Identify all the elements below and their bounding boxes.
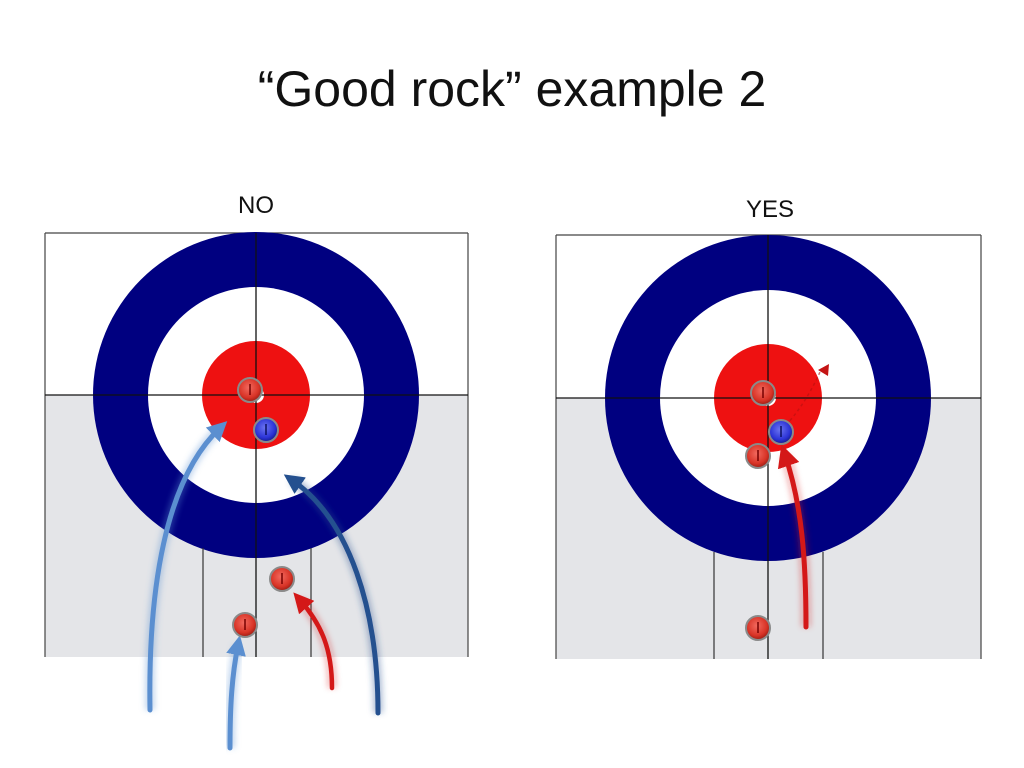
small-arrow-marker [818,364,829,376]
red-stone [269,566,295,592]
blue-stone [253,417,279,443]
slide-title: “Good rock” example 2 [257,61,767,117]
panel-label-no: NO [238,192,274,219]
arrow-dark-blue [283,474,383,716]
arrow-red [777,444,811,630]
red-stone [237,377,263,403]
guide-path [785,371,821,426]
red-stone [745,443,771,469]
arrow-light-blue-short [225,635,246,751]
red-stone [745,615,771,641]
panel-no [44,232,469,751]
arrow-light-blue-long [144,421,228,713]
red-stone [750,380,776,406]
panel-label-yes: YES [745,196,795,223]
blue-stone [768,419,794,445]
arrow-red [293,592,337,691]
red-stone [232,612,258,638]
panel-yes [555,234,982,659]
